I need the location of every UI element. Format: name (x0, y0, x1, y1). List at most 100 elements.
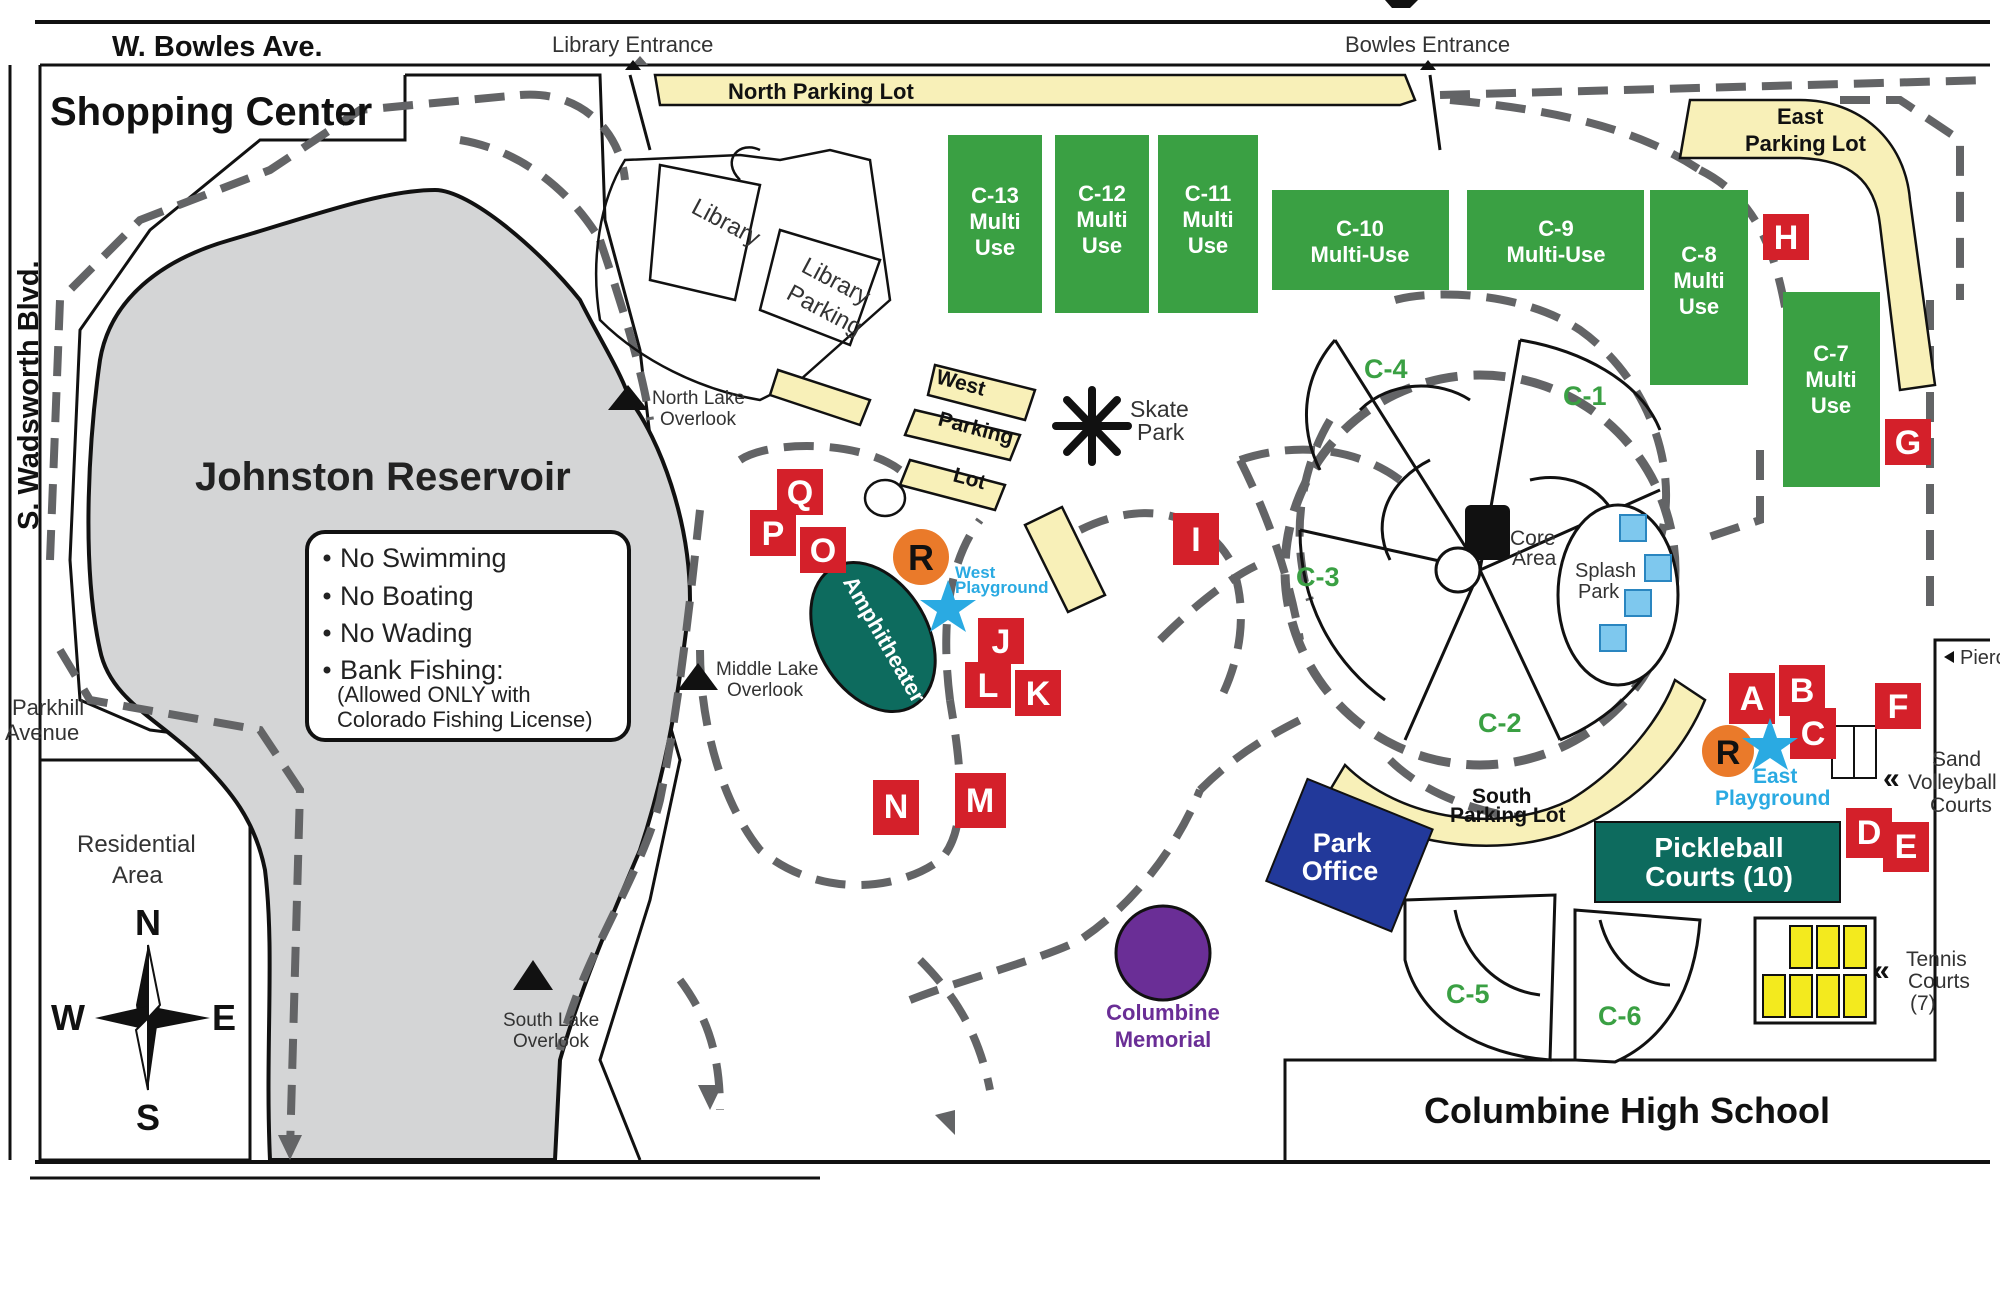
marker-p (750, 510, 796, 556)
park-office-label-1: Park (1313, 828, 1373, 858)
tennis-label-1: Tennis (1906, 948, 1967, 971)
south-lake-overlook-icon (513, 960, 553, 990)
bowles-entrance-label: Bowles Entrance (1345, 32, 1510, 57)
map-top-mark (1385, 0, 1418, 8)
pickleball-label-2: Courts (10) (1645, 861, 1793, 892)
south-lot-label-2: Parking Lot (1450, 804, 1566, 827)
marker-l-letter: L (978, 667, 999, 705)
field-c8 (1650, 190, 1748, 385)
splash-park-label-2: Park (1578, 581, 1620, 603)
tennis-chevron-icon: « (1873, 954, 1890, 987)
marker-i-letter: I (1191, 521, 1200, 559)
north-overlook-label-2: Overlook (660, 409, 737, 430)
parkhill-label-1: Parkhill (12, 695, 84, 720)
east-playground-label-1: East (1753, 765, 1797, 788)
c2-label: C-2 (1478, 708, 1522, 738)
park-office-label-2: Office (1302, 856, 1379, 886)
marker-j-letter: J (992, 623, 1011, 661)
road-outline (38, 63, 1990, 1162)
north-overlook-label-1: North Lake (652, 388, 745, 409)
marker-h-letter: H (1774, 219, 1799, 257)
bowles-ave-label: W. Bowles Ave. (112, 31, 323, 63)
c11-label-2: Multi (1182, 207, 1233, 232)
marker-f (1875, 683, 1921, 729)
memorial-label-1: Columbine (1106, 1000, 1220, 1025)
core-area-label-2: Area (1512, 547, 1557, 570)
marker-o (800, 527, 846, 573)
marker-c (1790, 708, 1836, 759)
east-lot-label-1: East (1777, 104, 1824, 129)
restroom-west-letter: R (908, 537, 934, 578)
c13-label-2: Multi (969, 209, 1020, 234)
compass-e: E (212, 997, 236, 1038)
wadsworth-label: S. Wadsworth Blvd. (13, 260, 45, 530)
rule-2: No Boating (340, 581, 474, 611)
lake-rules-box (305, 530, 631, 742)
middle-lake-overlook-icon (678, 663, 718, 690)
compass-rose (95, 944, 210, 1091)
pickleball-label-1: Pickleball (1654, 832, 1783, 863)
pierce-arrow-icon (1944, 651, 1954, 663)
library-drive (628, 74, 1442, 151)
marker-b (1779, 665, 1825, 716)
c10-label-1: C-10 (1336, 216, 1384, 241)
west-playground-label-1: West (955, 563, 996, 582)
north-parking-lot (653, 73, 1417, 107)
restroom-east-letter: R (1716, 734, 1741, 772)
marker-g (1885, 419, 1931, 465)
c11-label-3: Use (1188, 233, 1228, 258)
core-area-plaza (1434, 546, 1482, 594)
tennis-label-2: Courts (1908, 970, 1970, 993)
marker-g-letter: G (1895, 424, 1921, 462)
marker-o-letter: O (810, 532, 836, 570)
splash-park-label-1: Splash (1575, 560, 1636, 582)
skate-park-label-1: Skate (1130, 396, 1189, 422)
location-markers (750, 214, 1931, 872)
north-lake-overlook-icon (608, 385, 648, 410)
c9-label-1: C-9 (1538, 216, 1573, 241)
marker-h (1763, 214, 1809, 260)
rule-4: Bank Fishing: (340, 655, 504, 685)
west-playground-label-2: Playground (955, 578, 1049, 597)
marker-i (1173, 513, 1219, 565)
south-overlook-label-1: South Lake (503, 1010, 599, 1031)
south-lot-label-1: South (1472, 785, 1531, 808)
compass-w: W (51, 997, 85, 1038)
middle-overlook-label-2: Overlook (727, 680, 804, 701)
pickleball-courts (1594, 821, 1841, 903)
rule-note-1: (Allowed ONLY with (337, 682, 531, 707)
pierce-label: Pierce (1960, 647, 2000, 669)
rule-3: No Wading (340, 618, 473, 648)
columbine-memorial (1114, 904, 1212, 1002)
marker-q-letter: Q (787, 474, 813, 512)
lake-rules: No Swimming No Boating No Wading Bank Fi… (337, 543, 593, 732)
marker-c-letter: C (1801, 715, 1826, 753)
rule-bullets (323, 554, 331, 674)
c7-label-3: Use (1811, 393, 1851, 418)
school-ball-fields (1403, 893, 1702, 1064)
north-lot-label: North Parking Lot (728, 79, 914, 104)
marker-p-letter: P (762, 515, 785, 553)
marker-f-letter: F (1888, 688, 1909, 726)
c7-label-2: Multi (1805, 367, 1856, 392)
volleyball-label-3: Courts (1930, 794, 1992, 817)
c13-label-1: C-13 (971, 183, 1019, 208)
east-playground-label-2: Playground (1715, 787, 1831, 810)
library-entrance-arrow (625, 60, 641, 70)
c8-label-1: C-8 (1681, 242, 1716, 267)
marker-q (777, 469, 823, 515)
skate-park-icon (1052, 386, 1132, 466)
multi-use-fields (948, 135, 1880, 487)
tennis-courts (1762, 925, 1867, 1018)
c13-label-3: Use (975, 235, 1015, 260)
marker-k-letter: K (1026, 675, 1051, 713)
west-lot-loop (863, 478, 907, 518)
reservoir-label: Johnston Reservoir (195, 455, 571, 499)
east-lot-label-2: Parking Lot (1745, 131, 1867, 156)
memorial-label-2: Memorial (1115, 1027, 1212, 1052)
marker-a (1729, 673, 1775, 724)
c12-label-3: Use (1082, 233, 1122, 258)
c6-label: C-6 (1598, 1001, 1642, 1031)
skate-park-label-2: Park (1137, 419, 1185, 445)
